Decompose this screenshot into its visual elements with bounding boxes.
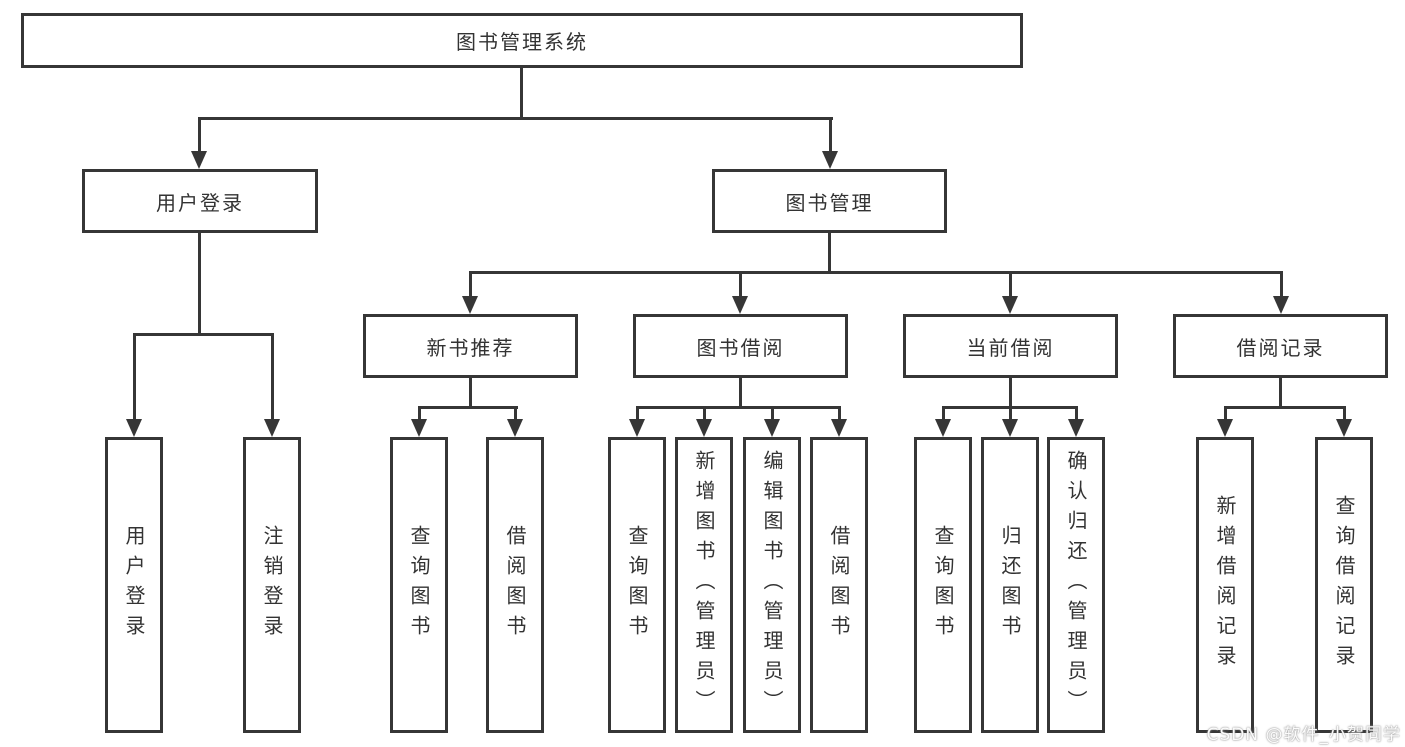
edge-drop-leaf — [133, 333, 136, 423]
leaf-return-book: 归还图书 — [981, 437, 1039, 733]
leaf-query-borrow-record: 查询借阅记录 — [1315, 437, 1373, 733]
leaf-label: 用户登录 — [122, 525, 146, 645]
edge-book-borrow-stem — [739, 378, 742, 409]
node-book-borrowing: 图书借阅 — [633, 314, 848, 378]
node-label: 图书管理系统 — [456, 30, 588, 54]
leaf-label: 归还图书 — [998, 525, 1022, 645]
arrowhead-icon — [1002, 419, 1018, 437]
node-label: 当前借阅 — [966, 335, 1055, 360]
arrowhead-icon — [507, 419, 523, 437]
leaf-label: 查询图书 — [931, 525, 955, 645]
node-new-book-recommend: 新书推荐 — [363, 314, 578, 378]
edge-book-management-branch — [469, 271, 1283, 274]
arrowhead-icon — [1002, 296, 1018, 314]
edge-root-branch — [198, 117, 833, 120]
leaf-label: 借阅图书 — [503, 525, 527, 645]
leaf-user-login: 用户登录 — [105, 437, 163, 733]
edge-book-borrow-branch — [636, 406, 841, 409]
edge-new-book-branch — [418, 406, 518, 409]
node-label: 借阅记录 — [1236, 335, 1325, 360]
node-user-login: 用户登录 — [82, 169, 318, 233]
arrowhead-icon — [191, 151, 207, 169]
edge-drop-leaf — [636, 406, 639, 423]
leaf-label: 编辑图书（管理员） — [760, 450, 784, 720]
csdn-watermark: CSDN @软件_小贺同学 — [1206, 725, 1401, 745]
arrowhead-icon — [935, 419, 951, 437]
edge-drop-leaf — [771, 406, 774, 423]
leaf-label: 注销登录 — [260, 525, 284, 645]
node-label: 用户登录 — [156, 190, 244, 215]
edge-borrow-record-branch — [1224, 406, 1345, 409]
edge-drop-level3 — [469, 271, 472, 300]
edge-new-book-stem — [469, 378, 472, 409]
node-current-borrowing: 当前借阅 — [903, 314, 1118, 378]
node-book-management: 图书管理 — [712, 169, 947, 233]
leaf-label: 查询图书 — [407, 525, 431, 645]
edge-drop-leaf — [942, 406, 945, 423]
arrowhead-icon — [1068, 419, 1084, 437]
edge-drop-leaf — [514, 406, 517, 423]
edge-drop-leaf — [1075, 406, 1078, 423]
leaf-query-book-3: 查询图书 — [914, 437, 972, 733]
edge-drop-level3 — [739, 271, 742, 300]
node-label: 图书借阅 — [696, 335, 785, 360]
edge-drop-user-login — [198, 117, 201, 155]
edge-root-stem — [520, 68, 523, 118]
edge-drop-leaf — [838, 406, 841, 423]
node-library-management-system: 图书管理系统 — [21, 13, 1023, 68]
leaf-query-book-1: 查询图书 — [390, 437, 448, 733]
arrowhead-icon — [831, 419, 847, 437]
arrowhead-icon — [1336, 419, 1352, 437]
edge-user-login-branch — [133, 333, 274, 336]
leaf-logout: 注销登录 — [243, 437, 301, 733]
edge-drop-leaf — [418, 406, 421, 423]
leaf-label: 新增图书（管理员） — [692, 450, 716, 720]
edge-drop-leaf — [271, 333, 274, 423]
edge-drop-leaf — [1343, 406, 1346, 423]
arrowhead-icon — [822, 151, 838, 169]
arrowhead-icon — [264, 419, 280, 437]
leaf-borrow-book-2: 借阅图书 — [810, 437, 868, 733]
arrowhead-icon — [696, 419, 712, 437]
arrowhead-icon — [732, 296, 748, 314]
leaf-borrow-book-1: 借阅图书 — [486, 437, 544, 733]
leaf-edit-book-admin: 编辑图书（管理员） — [743, 437, 801, 733]
edge-drop-leaf — [1224, 406, 1227, 423]
edge-user-login-stem — [198, 233, 201, 336]
edge-book-management-stem — [828, 233, 831, 274]
leaf-add-borrow-record: 新增借阅记录 — [1196, 437, 1254, 733]
edge-drop-book-management — [829, 117, 832, 155]
leaf-label: 借阅图书 — [827, 525, 851, 645]
leaf-label: 查询借阅记录 — [1332, 495, 1356, 675]
arrowhead-icon — [462, 296, 478, 314]
edge-drop-leaf — [703, 406, 706, 423]
leaf-query-book-2: 查询图书 — [608, 437, 666, 733]
arrowhead-icon — [629, 419, 645, 437]
arrowhead-icon — [1217, 419, 1233, 437]
node-label: 图书管理 — [785, 190, 874, 215]
leaf-add-book-admin: 新增图书（管理员） — [675, 437, 733, 733]
arrowhead-icon — [1273, 296, 1289, 314]
leaf-confirm-return-admin: 确认归还（管理员） — [1047, 437, 1105, 733]
edge-drop-leaf — [1009, 406, 1012, 423]
edge-drop-level3 — [1009, 271, 1012, 300]
node-label: 新书推荐 — [426, 335, 515, 360]
leaf-label: 确认归还（管理员） — [1064, 450, 1088, 720]
leaf-label: 新增借阅记录 — [1213, 495, 1237, 675]
edge-drop-level3 — [1280, 271, 1283, 300]
arrowhead-icon — [126, 419, 142, 437]
arrowhead-icon — [411, 419, 427, 437]
edge-borrow-record-stem — [1279, 378, 1282, 409]
edge-current-borrow-stem — [1009, 378, 1012, 409]
leaf-label: 查询图书 — [625, 525, 649, 645]
arrowhead-icon — [764, 419, 780, 437]
node-borrowing-records: 借阅记录 — [1173, 314, 1388, 378]
